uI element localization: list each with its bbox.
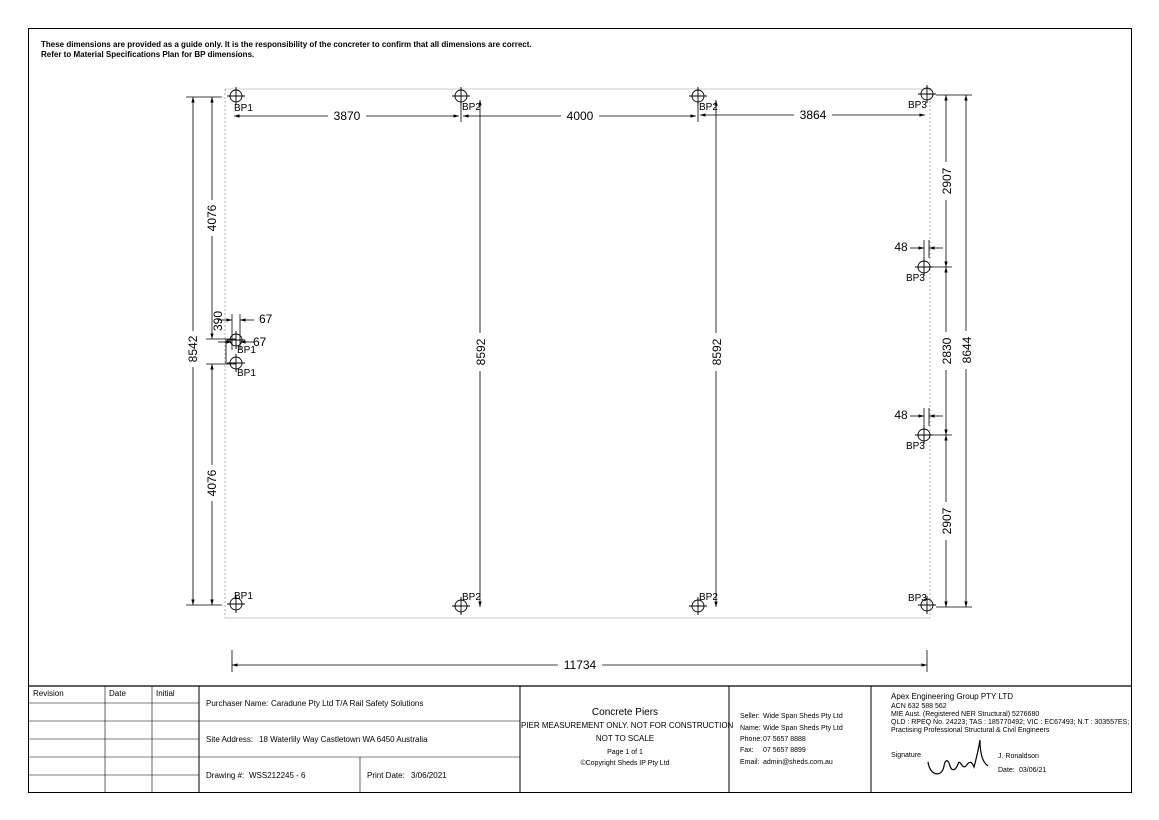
- email-label: Email:: [740, 759, 760, 766]
- label-bp1-mid-2: BP1: [237, 368, 256, 379]
- engineer-signature: [927, 739, 989, 775]
- dim-bay2: 4000: [567, 109, 594, 123]
- pier-bp3-mid-2: [915, 426, 933, 444]
- pier-bp1-mid-1: [227, 331, 245, 349]
- engineer-mie: MIE Aust. (Registered NER Structural) 52…: [891, 711, 1040, 718]
- print-date-value: 3/06/2021: [411, 771, 447, 780]
- signature-date-value: 03/06/21: [1019, 767, 1047, 774]
- initial-header: Initial: [156, 689, 175, 698]
- pier-bp1-top: [227, 87, 245, 105]
- dim-right-offset-bottom: 48: [894, 408, 908, 422]
- signature-date-label: Date:: [998, 767, 1015, 774]
- label-bp3-bottom: BP3: [908, 593, 927, 604]
- dim-left-gap: 390: [211, 311, 225, 331]
- label-bp2-top-1: BP2: [462, 102, 481, 113]
- phone-label: Phone:: [740, 736, 763, 743]
- site-address-label: Site Address:: [206, 735, 254, 744]
- label-bp2-bottom-2: BP2: [699, 592, 718, 603]
- label-bp1-mid-1: BP1: [237, 345, 256, 356]
- pier-bp2-bottom-1: [452, 597, 470, 615]
- site-address-value: 18 Waterlily Way Castletown WA 6450 Aust…: [259, 735, 428, 744]
- label-bp2-top-2: BP2: [699, 102, 718, 113]
- signatory-name: J. Ronaldson: [998, 753, 1039, 760]
- pier-bp2-top-1: [452, 87, 470, 105]
- disclaimer-line-1: These dimensions are provided as a guide…: [41, 40, 532, 49]
- dim-mid-height-1: 8592: [474, 338, 488, 365]
- revision-header: Revision: [33, 689, 64, 698]
- label-bp1-bottom: BP1: [234, 591, 253, 602]
- disclaimer-note: These dimensions are provided as a guide…: [41, 40, 532, 60]
- dim-right-offset-top: 48: [894, 240, 908, 254]
- pier-bp3-mid-1: [915, 258, 933, 276]
- contact-name-label: Name:: [740, 725, 761, 732]
- seller-value: Wide Span Sheds Pty Ltd: [763, 713, 843, 720]
- pier-bp1-bottom: [227, 595, 245, 613]
- purchaser-label: Purchaser Name:: [206, 699, 269, 708]
- seller-label: Seller:: [740, 713, 760, 720]
- drawing-subtitle-2: NOT TO SCALE: [595, 734, 655, 743]
- copyright-note: ©Copyright Sheds IP Pty Ltd: [580, 760, 670, 767]
- fax-value: 07 5657 8899: [763, 747, 806, 754]
- dim-right-upper: 2907: [940, 167, 954, 194]
- dim-mid-height-2: 8592: [710, 338, 724, 365]
- pier-bp1-mid-2: [227, 354, 245, 372]
- pier-bp3-top: [918, 85, 936, 103]
- signature-label: Signature: [891, 752, 921, 759]
- dim-right-overall: 8644: [960, 336, 974, 363]
- drawing-frame: [28, 28, 1132, 793]
- engineer-registrations: QLD : RPEQ No. 24223; TAS : 185770492; V…: [891, 719, 1130, 726]
- print-date-label: Print Date:: [367, 771, 405, 780]
- title-block-grid: [28, 685, 1132, 793]
- pier-bp2-top-2: [689, 87, 707, 105]
- dim-bay3: 3864: [800, 108, 827, 122]
- dim-left-overall: 8542: [186, 335, 200, 362]
- disclaimer-line-2: Refer to Material Specifications Plan fo…: [41, 50, 255, 59]
- drawing-number-value: WSS212245 - 6: [249, 771, 306, 780]
- dim-offset-bottom: 67: [253, 335, 267, 349]
- dim-right-mid: 2830: [940, 337, 954, 364]
- fax-label: Fax:: [740, 747, 754, 754]
- dim-offset-top: 67: [259, 312, 273, 326]
- email-value[interactable]: admin@sheds.com.au: [763, 759, 833, 766]
- page-number: Page 1 of 1: [607, 749, 643, 756]
- dim-left-lower: 4076: [205, 469, 219, 496]
- phone-value: 07 5657 8888: [763, 736, 806, 743]
- dim-overall-width: 11734: [564, 658, 597, 672]
- pier-bp3-bottom: [918, 596, 936, 614]
- label-bp3-mid-2: BP3: [906, 441, 925, 452]
- label-bp1-top: BP1: [234, 103, 253, 114]
- pier-bp2-bottom-2: [689, 597, 707, 615]
- drawing-subtitle-1: PIER MEASUREMENT ONLY. NOT FOR CONSTRUCT…: [521, 721, 734, 730]
- dim-bay1: 3870: [334, 109, 361, 123]
- shed-outline: [224, 88, 931, 619]
- label-bp3-top: BP3: [908, 100, 927, 111]
- label-bp3-mid-1: BP3: [906, 273, 925, 284]
- date-header: Date: [109, 689, 126, 698]
- drawing-number-label: Drawing #:: [206, 771, 245, 780]
- dim-right-lower: 2907: [940, 507, 954, 534]
- engineer-company: Apex Engineering Group PTY LTD: [891, 692, 1013, 701]
- engineer-practice: Practising Professional Structural & Civ…: [891, 727, 1050, 734]
- label-bp2-bottom-1: BP2: [462, 592, 481, 603]
- drawing-title: Concrete Piers: [591, 707, 659, 718]
- purchaser-value: Caradune Pty Ltd T/A Rail Safety Solutio…: [271, 699, 424, 708]
- contact-name-value: Wide Span Sheds Pty Ltd: [763, 725, 843, 732]
- engineer-acn: ACN 632 588 562: [891, 703, 947, 710]
- dim-left-upper: 4076: [205, 204, 219, 231]
